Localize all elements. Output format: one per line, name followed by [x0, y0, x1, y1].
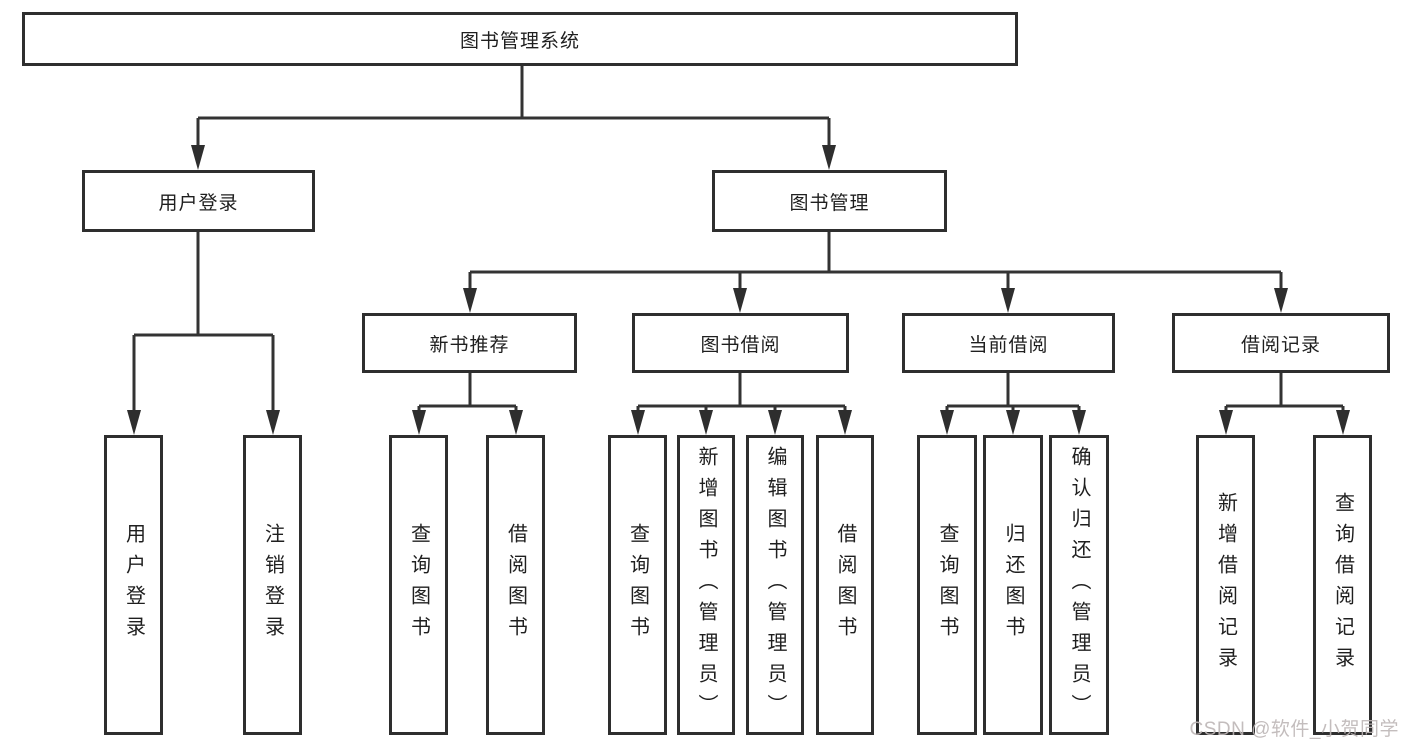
connector-borrow-records-children	[1224, 373, 1345, 412]
leaf-query-borrow-record-label: 查询借阅记录	[1331, 492, 1354, 678]
leaf-query-books-borrowing: 查询图书	[608, 435, 667, 735]
leaf-borrow-books-recommend: 借阅图书	[486, 435, 545, 735]
leaf-query-books-recommend-label: 查询图书	[407, 523, 430, 647]
leaf-query-books-current-label: 查询图书	[936, 523, 958, 647]
node-borrowing-records: 借阅记录	[1172, 313, 1390, 373]
leaf-logout: 注销登录	[243, 435, 302, 735]
leaf-add-borrow-record: 新增借阅记录	[1196, 435, 1255, 735]
csdn-watermark: CSDN @软件_小贺同学	[1189, 719, 1399, 740]
leaf-add-borrow-record-label: 新增借阅记录	[1214, 492, 1237, 678]
leaf-query-books-recommend: 查询图书	[389, 435, 448, 735]
node-current-borrowing: 当前借阅	[902, 313, 1115, 373]
node-book-management: 图书管理	[712, 170, 947, 232]
node-user-login: 用户登录	[82, 170, 315, 232]
connector-root-to-level2	[196, 66, 831, 147]
leaf-edit-book-admin: 编辑图书（管理员）	[746, 435, 804, 735]
node-new-book-recommendation: 新书推荐	[362, 313, 577, 373]
leaf-user-login: 用户登录	[104, 435, 163, 735]
leaf-query-books-current: 查询图书	[917, 435, 977, 735]
connector-user-login-children	[132, 232, 275, 412]
leaf-query-books-borrowing-label: 查询图书	[626, 523, 649, 647]
leaf-add-book-admin-label: 新增图书（管理员）	[695, 445, 717, 725]
node-book-borrowing: 图书借阅	[632, 313, 849, 373]
leaf-borrow-books-recommend-label: 借阅图书	[504, 523, 527, 647]
leaf-user-login-label: 用户登录	[122, 523, 145, 647]
leaf-borrow-books-borrowing: 借阅图书	[816, 435, 874, 735]
leaf-confirm-return-admin-label: 确认归还（管理员）	[1068, 445, 1090, 725]
leaf-borrow-books-borrowing-label: 借阅图书	[834, 523, 856, 647]
node-library-management-system: 图书管理系统	[22, 12, 1018, 66]
connector-book-mgmt-children	[468, 232, 1283, 290]
leaf-query-borrow-record: 查询借阅记录	[1313, 435, 1372, 735]
leaf-return-books: 归还图书	[983, 435, 1043, 735]
connector-new-book-children	[417, 373, 518, 412]
leaf-edit-book-admin-label: 编辑图书（管理员）	[764, 445, 786, 725]
leaf-logout-label: 注销登录	[261, 523, 284, 647]
leaf-add-book-admin: 新增图书（管理员）	[677, 435, 735, 735]
leaf-return-books-label: 归还图书	[1002, 523, 1024, 647]
leaf-confirm-return-admin: 确认归还（管理员）	[1049, 435, 1109, 735]
connector-current-borrow-children	[945, 373, 1081, 412]
connector-book-borrow-children	[636, 373, 847, 412]
